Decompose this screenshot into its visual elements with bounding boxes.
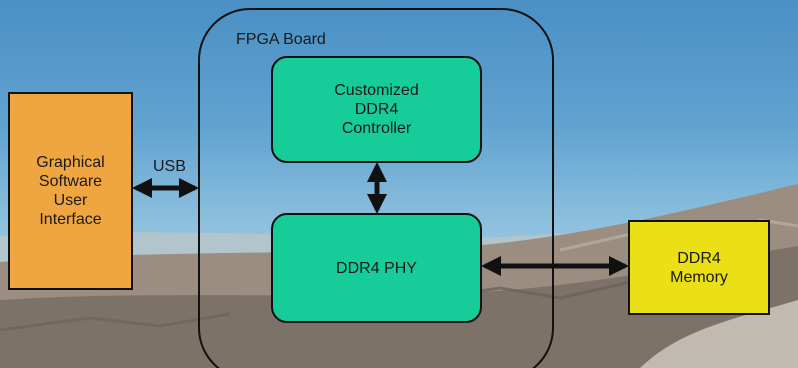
ddr4-controller-block: Customized DDR4 Controller bbox=[271, 56, 482, 163]
controller-label: Customized DDR4 Controller bbox=[334, 82, 419, 137]
fpga-board-label: FPGA Board bbox=[236, 31, 326, 48]
rock-streak bbox=[0, 312, 231, 332]
gui-label: Graphical Software User Interface bbox=[36, 154, 105, 228]
foreground-rock bbox=[640, 300, 798, 368]
ddr4-phy-block: DDR4 PHY bbox=[271, 213, 482, 323]
gui-block: Graphical Software User Interface bbox=[8, 92, 133, 290]
fpga-board-container bbox=[198, 8, 554, 368]
memory-label: DDR4 Memory bbox=[670, 249, 728, 286]
phy-label: DDR4 PHY bbox=[336, 259, 417, 277]
usb-label: USB bbox=[153, 158, 186, 175]
ddr4-memory-block: DDR4 Memory bbox=[628, 220, 770, 315]
